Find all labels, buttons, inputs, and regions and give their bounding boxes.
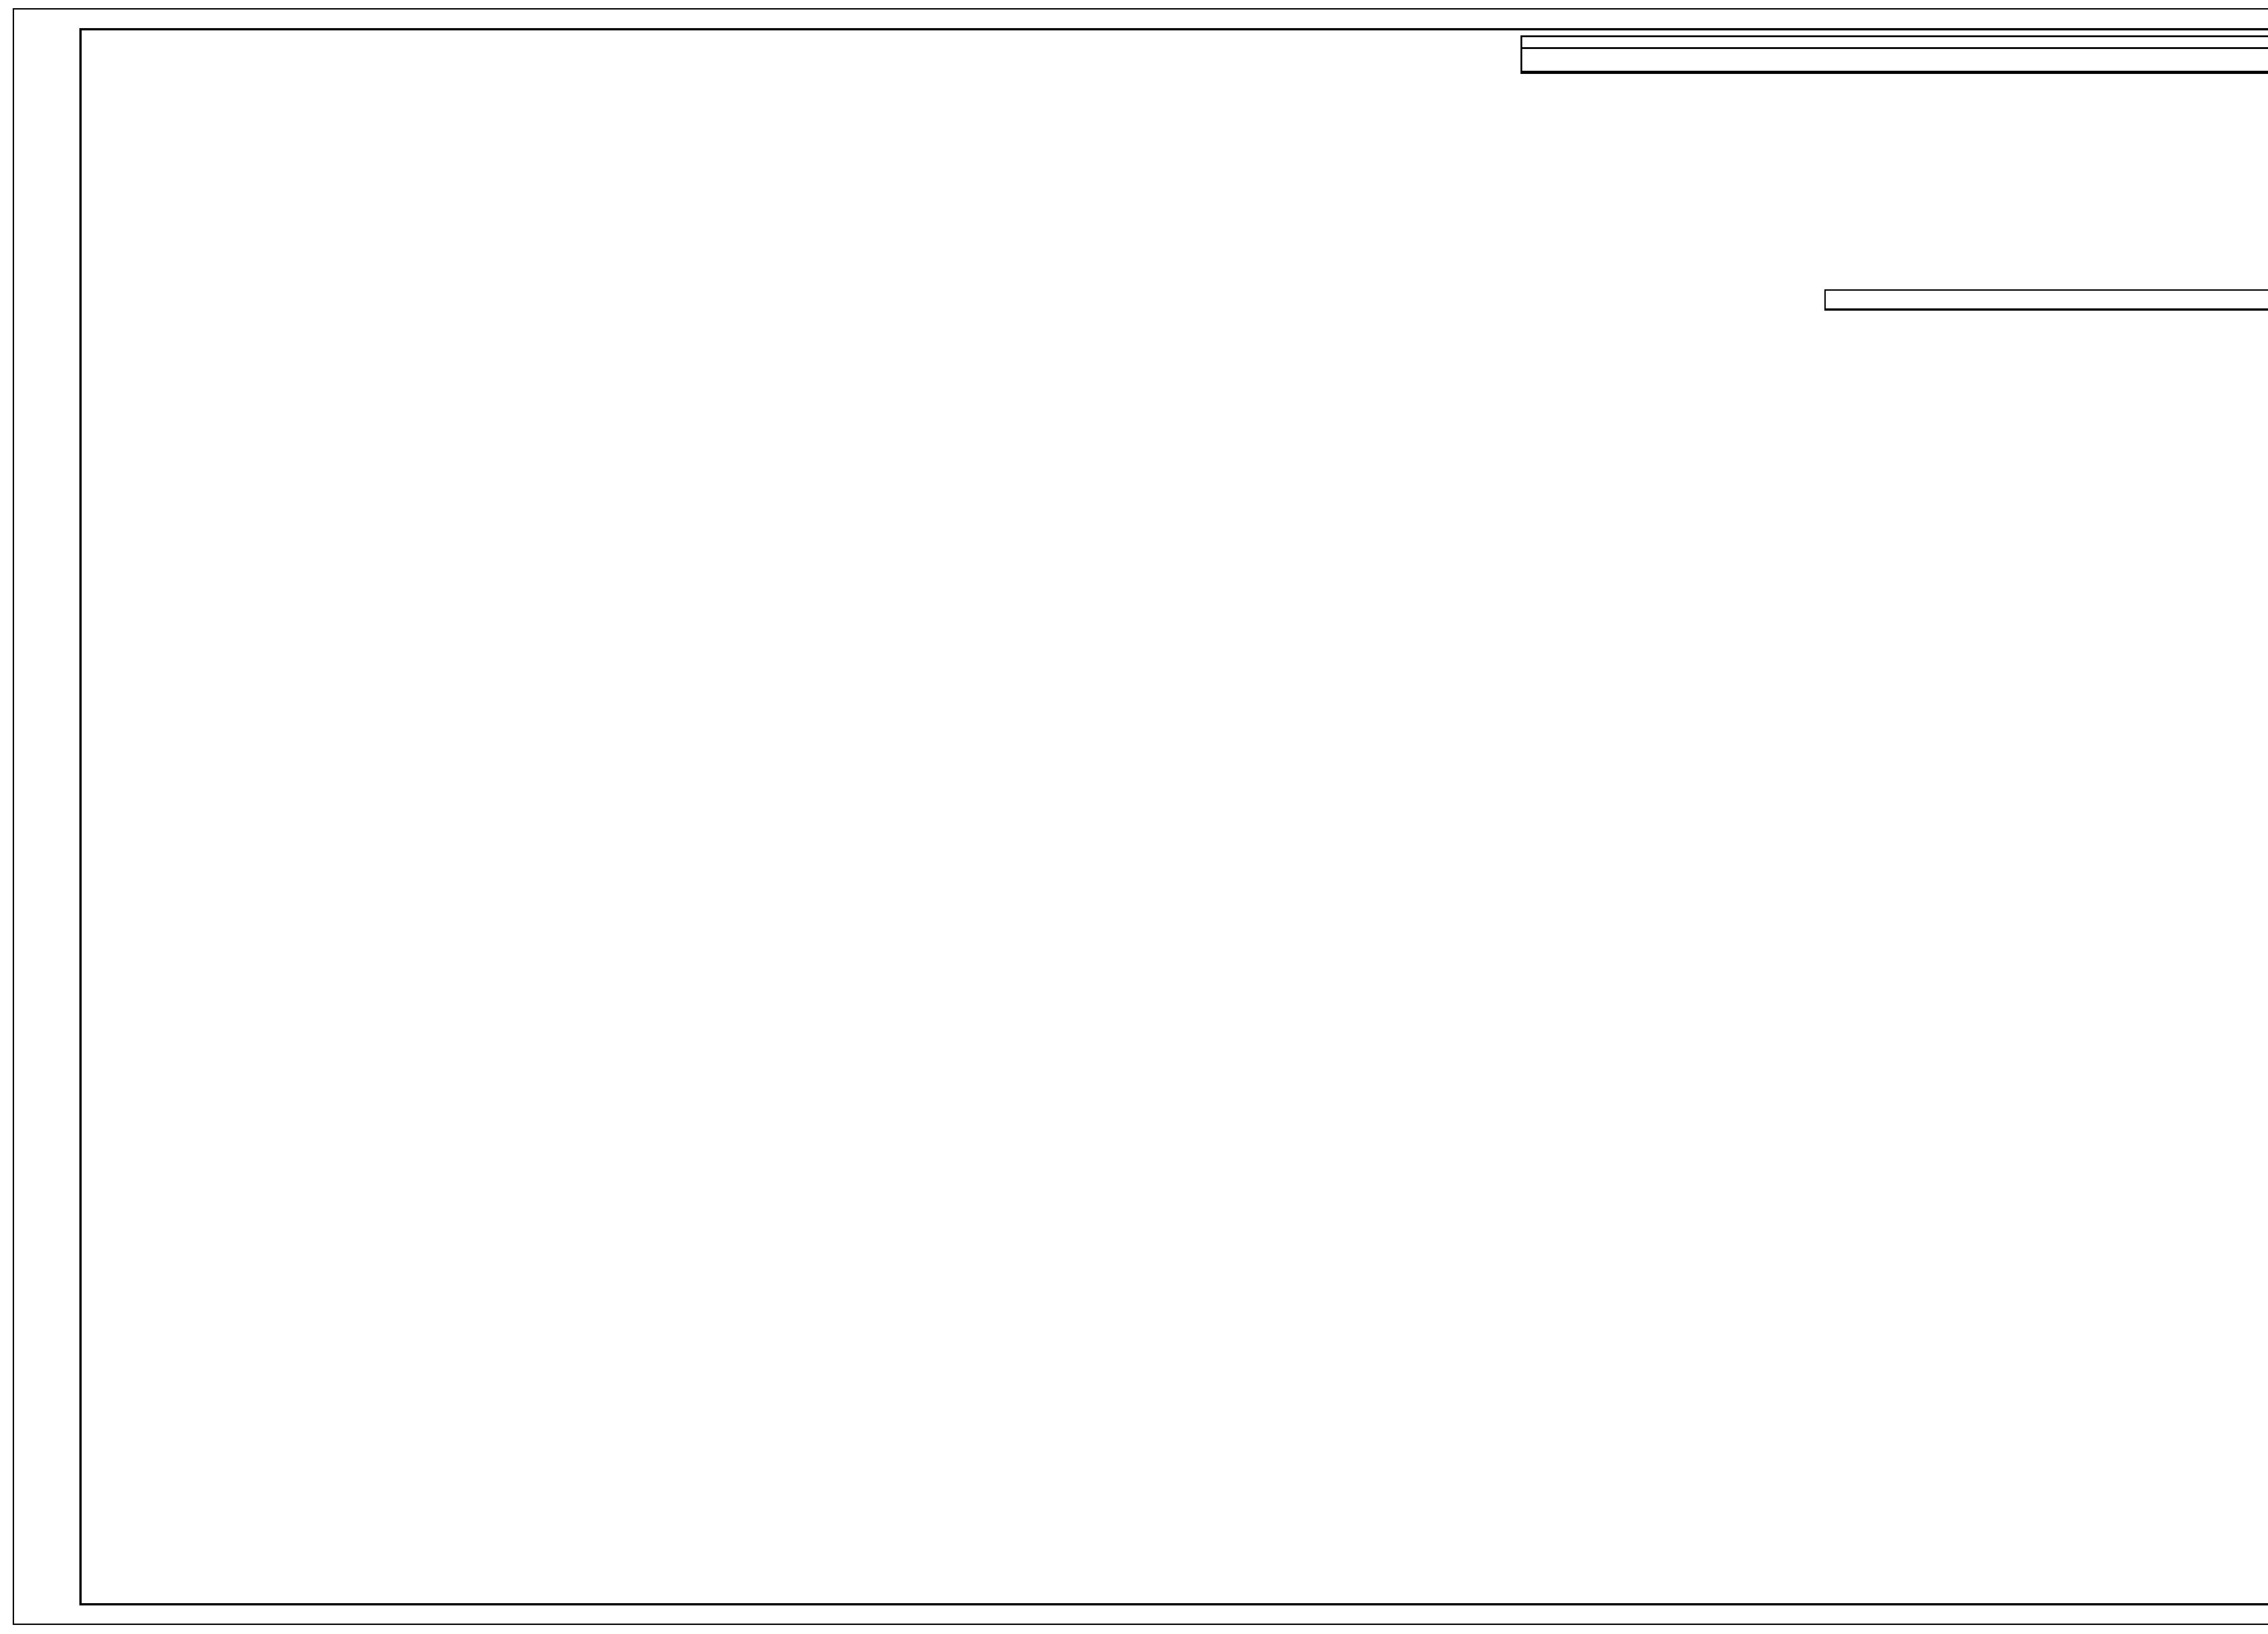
general-notes: [1419, 1327, 2031, 1334]
material-list-subtitle: [1522, 49, 2268, 72]
material-list-title: [1522, 37, 2268, 49]
sheet-border-inner: [79, 28, 2268, 1605]
sheet-border-outer: [13, 8, 2268, 1625]
bolt-list-subtitle: [1826, 291, 2268, 309]
bolt-list: [1824, 289, 2268, 311]
shop-material-list: [1520, 35, 2268, 74]
